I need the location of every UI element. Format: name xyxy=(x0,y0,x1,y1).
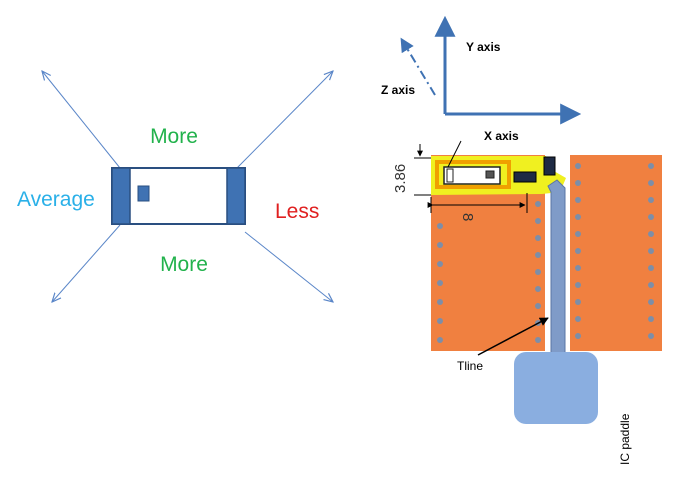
via-dot xyxy=(575,282,581,288)
via-dot xyxy=(535,235,541,241)
via-dot xyxy=(575,197,581,203)
via-dot xyxy=(648,180,654,186)
via-dot xyxy=(535,201,541,207)
component-right-terminal xyxy=(226,167,246,225)
label-more-top: More xyxy=(150,125,198,148)
label-z-axis: Z axis xyxy=(381,83,415,97)
component-body xyxy=(111,167,246,225)
via-dot xyxy=(648,248,654,254)
via-dot xyxy=(437,318,443,324)
label-y-axis: Y axis xyxy=(466,40,501,54)
via-dot xyxy=(535,269,541,275)
via-dot xyxy=(648,333,654,339)
dimension-markers: 3.86 8 xyxy=(392,140,528,221)
via-dot xyxy=(648,316,654,322)
via-dot xyxy=(648,299,654,305)
component-left-terminal xyxy=(111,167,131,225)
via-dot xyxy=(575,299,581,305)
pcb-board xyxy=(431,155,662,355)
capacitor-pad-outline xyxy=(435,160,511,189)
orientation-diagram: More More Average Less xyxy=(17,71,333,302)
arrow-upper-left xyxy=(42,71,121,169)
via-dot xyxy=(575,214,581,220)
via-dot xyxy=(437,280,443,286)
via-dot xyxy=(648,265,654,271)
via-dot xyxy=(648,163,654,169)
via-dot xyxy=(535,303,541,309)
axis-triad: Y axis Z axis X axis xyxy=(381,15,582,143)
label-more-bottom: More xyxy=(160,253,208,276)
label-dim-height: 3.86 xyxy=(392,164,409,193)
via-dot xyxy=(535,286,541,292)
label-ic-paddle: IC paddle xyxy=(618,413,632,465)
via-dot xyxy=(648,231,654,237)
z-axis-arrow xyxy=(400,37,436,96)
via-dot xyxy=(648,214,654,220)
via-dot xyxy=(437,299,443,305)
label-tline: Tline xyxy=(457,359,483,373)
label-dim-width: 8 xyxy=(459,213,476,221)
layout-diagram: Y axis Z axis X axis 3.86 xyxy=(381,15,662,465)
via-dot xyxy=(575,163,581,169)
via-dot xyxy=(437,337,443,343)
via-dot xyxy=(535,252,541,258)
arrow-lower-left xyxy=(52,224,121,302)
arrow-upper-right xyxy=(236,71,333,169)
ground-plane-right xyxy=(570,155,662,351)
via-dot xyxy=(437,223,443,229)
via-dot xyxy=(648,197,654,203)
component-marker xyxy=(137,185,150,202)
via-dot xyxy=(648,282,654,288)
label-x-axis: X axis xyxy=(484,129,519,143)
tline-pointer xyxy=(477,317,549,356)
via-dot xyxy=(575,231,581,237)
via-dot xyxy=(575,265,581,271)
via-dot xyxy=(535,218,541,224)
arrow-lower-right xyxy=(244,231,333,302)
via-dot xyxy=(437,242,443,248)
via-dot xyxy=(437,261,443,267)
capacitor-pointer xyxy=(447,140,462,168)
via-dot xyxy=(535,337,541,343)
ic-paddle xyxy=(514,352,598,424)
capacitor-terminal-left xyxy=(446,168,454,183)
tline xyxy=(547,179,566,355)
via-dot xyxy=(575,180,581,186)
component-small-dark xyxy=(513,171,537,183)
component-dark-vertical xyxy=(543,156,556,176)
via-dot xyxy=(575,316,581,322)
via-dot xyxy=(575,333,581,339)
capacitor-terminal-right xyxy=(485,170,495,179)
label-less: Less xyxy=(275,200,319,223)
via-dot xyxy=(575,248,581,254)
label-average: Average xyxy=(17,188,95,211)
